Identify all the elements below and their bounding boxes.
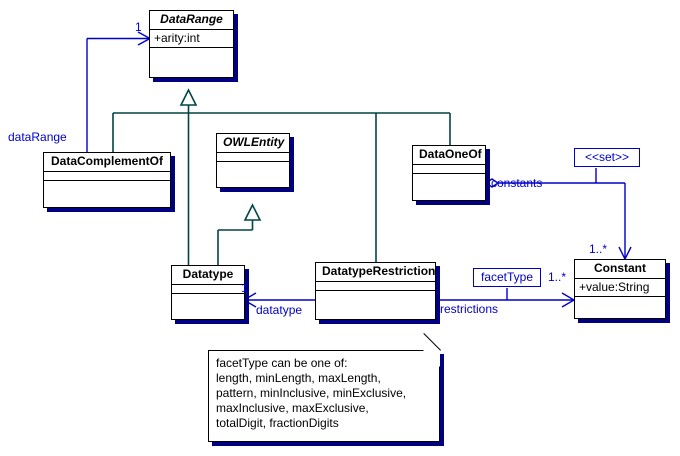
association-label-data-range: dataRange <box>8 130 67 144</box>
note-dogear-line-icon <box>423 333 441 351</box>
association-label-constants: constants <box>491 176 543 190</box>
class-box-data-range[interactable]: DataRange +arity:int <box>149 10 234 78</box>
class-box-datatype-restriction[interactable]: DatatypeRestriction <box>315 262 436 320</box>
note-facet-type[interactable]: facetType can be one of: length, minLeng… <box>208 333 441 442</box>
class-operations-data-range <box>150 48 233 58</box>
class-name-owl-entity: OWLEntity <box>217 134 289 153</box>
class-name-datatype-restriction: DatatypeRestriction <box>316 263 435 282</box>
class-name-data-complement-of: DataComplementOf <box>44 153 170 172</box>
class-operations-data-one-of <box>413 174 485 184</box>
note-dogear-icon <box>423 350 440 367</box>
class-attributes-datatype-restriction <box>316 282 435 291</box>
class-attributes-owl-entity <box>217 153 289 162</box>
class-attributes-data-complement-of <box>44 172 170 181</box>
class-name-data-one-of: DataOneOf <box>413 146 485 165</box>
class-operations-owl-entity <box>217 162 289 172</box>
association-arrowhead-restrictions <box>561 292 576 308</box>
association-arrowhead-datatype <box>242 292 257 308</box>
class-operations-datatype-restriction <box>316 291 435 301</box>
class-box-data-complement-of[interactable]: DataComplementOf <box>43 152 171 208</box>
class-operations-constant <box>575 297 665 307</box>
class-operations-datatype <box>172 294 244 304</box>
multiplicity-restrictions: 1..* <box>548 270 567 284</box>
association-arrowhead-constants <box>618 246 632 261</box>
association-label-datatype: datatype <box>256 303 303 317</box>
class-box-data-one-of[interactable]: DataOneOf <box>412 145 486 201</box>
association-datarange <box>86 37 149 153</box>
class-attributes-data-one-of <box>413 165 485 174</box>
multiplicity-datatype: 1 <box>241 281 248 295</box>
multiplicity-data-range: 1 <box>135 20 142 34</box>
class-box-datatype[interactable]: Datatype <box>171 265 245 320</box>
class-attributes-data-range: +arity:int <box>150 30 233 48</box>
association-label-restrictions: restrictions <box>440 302 499 316</box>
class-operations-data-complement-of <box>44 181 170 191</box>
class-name-data-range: DataRange <box>150 11 233 30</box>
class-attributes-datatype <box>172 285 244 294</box>
generalization-arrowhead-owlentity <box>243 203 262 221</box>
generalization-arrowhead-datarange <box>179 88 198 106</box>
multiplicity-constants: 1..* <box>589 242 608 256</box>
class-attributes-constant: +value:String <box>575 279 665 297</box>
class-name-datatype: Datatype <box>172 266 244 285</box>
class-box-constant[interactable]: Constant +value:String <box>574 259 666 319</box>
class-name-constant: Constant <box>575 260 665 279</box>
stereotype-set[interactable]: <<set>> <box>574 148 640 167</box>
role-box-facet-type[interactable]: facetType <box>473 268 541 287</box>
note-text: facetType can be one of: length, minLeng… <box>216 356 407 430</box>
class-box-owl-entity[interactable]: OWLEntity <box>216 133 290 188</box>
generalization-owlentity <box>217 219 254 266</box>
